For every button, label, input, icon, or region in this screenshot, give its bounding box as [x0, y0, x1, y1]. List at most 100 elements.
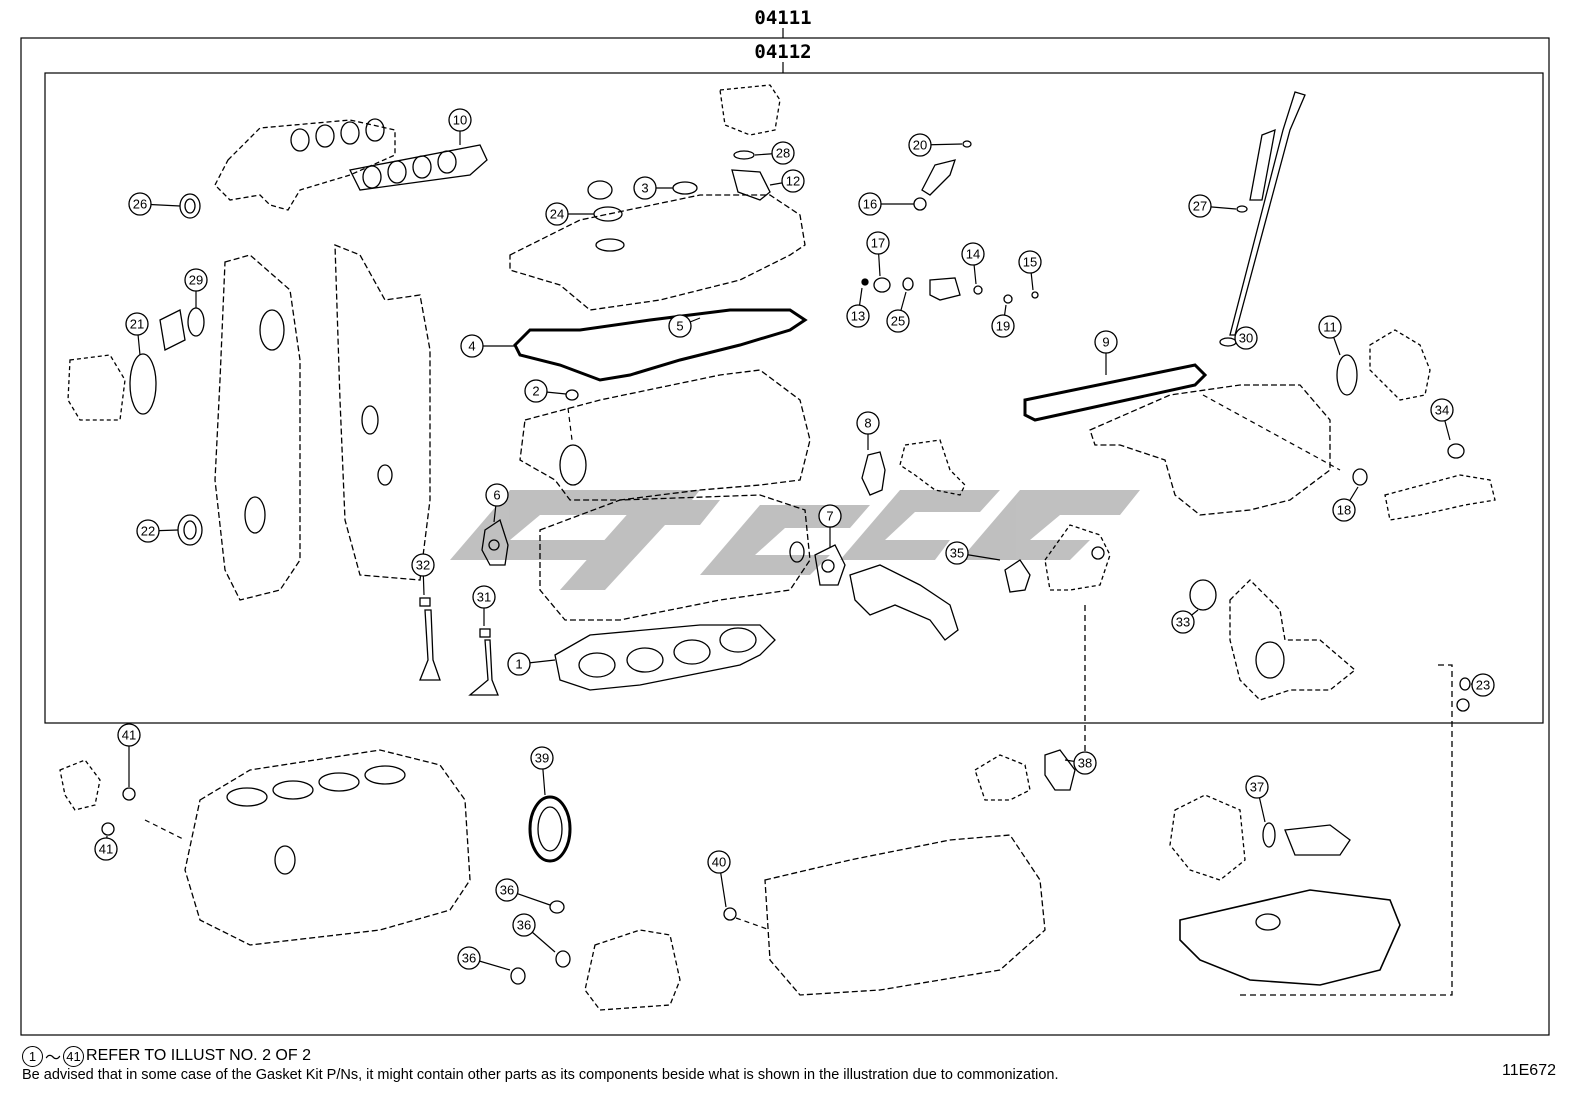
callout-25[interactable]: 25: [886, 291, 910, 333]
callout-32[interactable]: 32: [411, 553, 435, 596]
water-outlet: [849, 564, 959, 641]
refer-note: 1 ～ 41 REFER TO ILLUST NO. 2 OF 2: [22, 1044, 311, 1068]
callout-17[interactable]: 17: [866, 231, 890, 277]
callout-11[interactable]: 11: [1318, 315, 1342, 356]
callout-circle: [1018, 250, 1042, 274]
commonization-note: Be advised that in some case of the Gask…: [22, 1067, 1059, 1083]
callout-number: 41: [99, 842, 113, 857]
callout-13[interactable]: 13: [846, 287, 870, 328]
callout-number: 7: [826, 509, 833, 524]
callout-22[interactable]: 22: [136, 519, 179, 543]
callout-38[interactable]: 38: [1064, 751, 1097, 775]
callout-41[interactable]: 41: [94, 835, 118, 861]
callout-number: 18: [1337, 503, 1351, 518]
callout-number: 13: [851, 309, 865, 324]
callout-number: 21: [130, 317, 144, 332]
callout-circle: [1234, 326, 1258, 350]
callout-19[interactable]: 19: [991, 304, 1015, 338]
callout-21[interactable]: 21: [125, 312, 149, 356]
outer-kit-code[interactable]: 04111: [754, 7, 811, 29]
callout-number: 14: [966, 247, 980, 262]
callout-5[interactable]: 5: [668, 314, 701, 338]
callout-36[interactable]: 36: [512, 913, 556, 953]
ring-36c: [510, 967, 526, 985]
callout-15[interactable]: 15: [1018, 250, 1042, 291]
plug-14: [973, 285, 983, 295]
callout-16[interactable]: 16: [858, 192, 914, 216]
callout-31[interactable]: 31: [472, 585, 496, 626]
gasket-7: [814, 544, 846, 586]
callout-circle: [448, 108, 472, 132]
range-start-callout: 1: [22, 1045, 43, 1067]
callout-10[interactable]: 10: [448, 108, 472, 145]
callout-circle: [1094, 330, 1118, 354]
callout-12[interactable]: 12: [769, 169, 805, 193]
inner-kit-code[interactable]: 04112: [754, 41, 811, 63]
leader-lines: [144, 394, 1341, 931]
oil-pan: [1179, 889, 1401, 986]
callout-27[interactable]: 27: [1188, 194, 1237, 218]
seal-25: [902, 277, 914, 291]
manifold-ports: [290, 118, 385, 152]
callout-36[interactable]: 36: [457, 946, 511, 971]
cylinder-head-gasket: [554, 624, 776, 691]
callout-circle: [1318, 315, 1342, 339]
callout-28[interactable]: 28: [754, 141, 795, 165]
callout-41[interactable]: 41: [117, 723, 141, 787]
range-tilde: ～: [45, 1050, 62, 1067]
illustration-reference: 11E672: [1502, 1062, 1556, 1079]
callout-number: 22: [141, 524, 155, 539]
callout-number: 23: [1476, 678, 1490, 693]
plug-19: [1003, 294, 1013, 304]
egr-cooler-housing: [1044, 524, 1111, 591]
callout-2[interactable]: 2: [524, 379, 567, 403]
callout-6[interactable]: 6: [485, 483, 509, 523]
callout-1[interactable]: 1: [507, 652, 556, 676]
callout-7[interactable]: 7: [818, 504, 842, 548]
callout-14[interactable]: 14: [961, 242, 985, 285]
callout-9[interactable]: 9: [1094, 330, 1118, 375]
callout-20[interactable]: 20: [908, 133, 963, 157]
callout-number: 41: [122, 728, 136, 743]
callout-circle: [184, 268, 208, 292]
callout-37[interactable]: 37: [1245, 775, 1269, 823]
callout-23[interactable]: 23: [1470, 673, 1495, 697]
callout-4[interactable]: 4: [460, 334, 515, 358]
callout-8[interactable]: 8: [856, 411, 880, 450]
callout-circle: [530, 746, 554, 770]
callout-33[interactable]: 33: [1171, 609, 1199, 634]
gasket-34: [1447, 443, 1465, 459]
callout-24[interactable]: 24: [545, 202, 594, 226]
callout-3[interactable]: 3: [633, 176, 673, 200]
callout-30[interactable]: 30: [1234, 326, 1258, 350]
gasket-11: [1336, 354, 1358, 396]
ring-36a: [549, 900, 565, 914]
seal-17: [873, 277, 891, 293]
callout-35[interactable]: 35: [945, 541, 1001, 565]
callout-number: 34: [1435, 403, 1449, 418]
callout-40[interactable]: 40: [707, 850, 731, 908]
callout-29[interactable]: 29: [184, 268, 208, 308]
plug-13: [861, 278, 869, 286]
callout-circle: [771, 141, 795, 165]
callout-number: 6: [493, 488, 500, 503]
callout-39[interactable]: 39: [530, 746, 554, 796]
gasket-18: [1352, 468, 1368, 486]
callout-18[interactable]: 18: [1332, 486, 1359, 522]
callout-36[interactable]: 36: [495, 878, 551, 906]
callout-26[interactable]: 26: [128, 192, 181, 216]
sensor-20: [921, 159, 956, 196]
timing-chain-cover-outer: [334, 244, 431, 581]
callout-circle: [524, 379, 548, 403]
callout-circle: [125, 312, 149, 336]
oil-control-valve: [59, 759, 101, 811]
callout-circle: [457, 946, 481, 970]
callout-number: 2: [532, 384, 539, 399]
callout-number: 27: [1193, 199, 1207, 214]
callout-34[interactable]: 34: [1430, 398, 1454, 441]
o-ring-41a: [122, 787, 136, 801]
cylinder-block: [184, 749, 471, 946]
o-ring-29: [187, 307, 205, 337]
valve-31: [468, 639, 499, 696]
